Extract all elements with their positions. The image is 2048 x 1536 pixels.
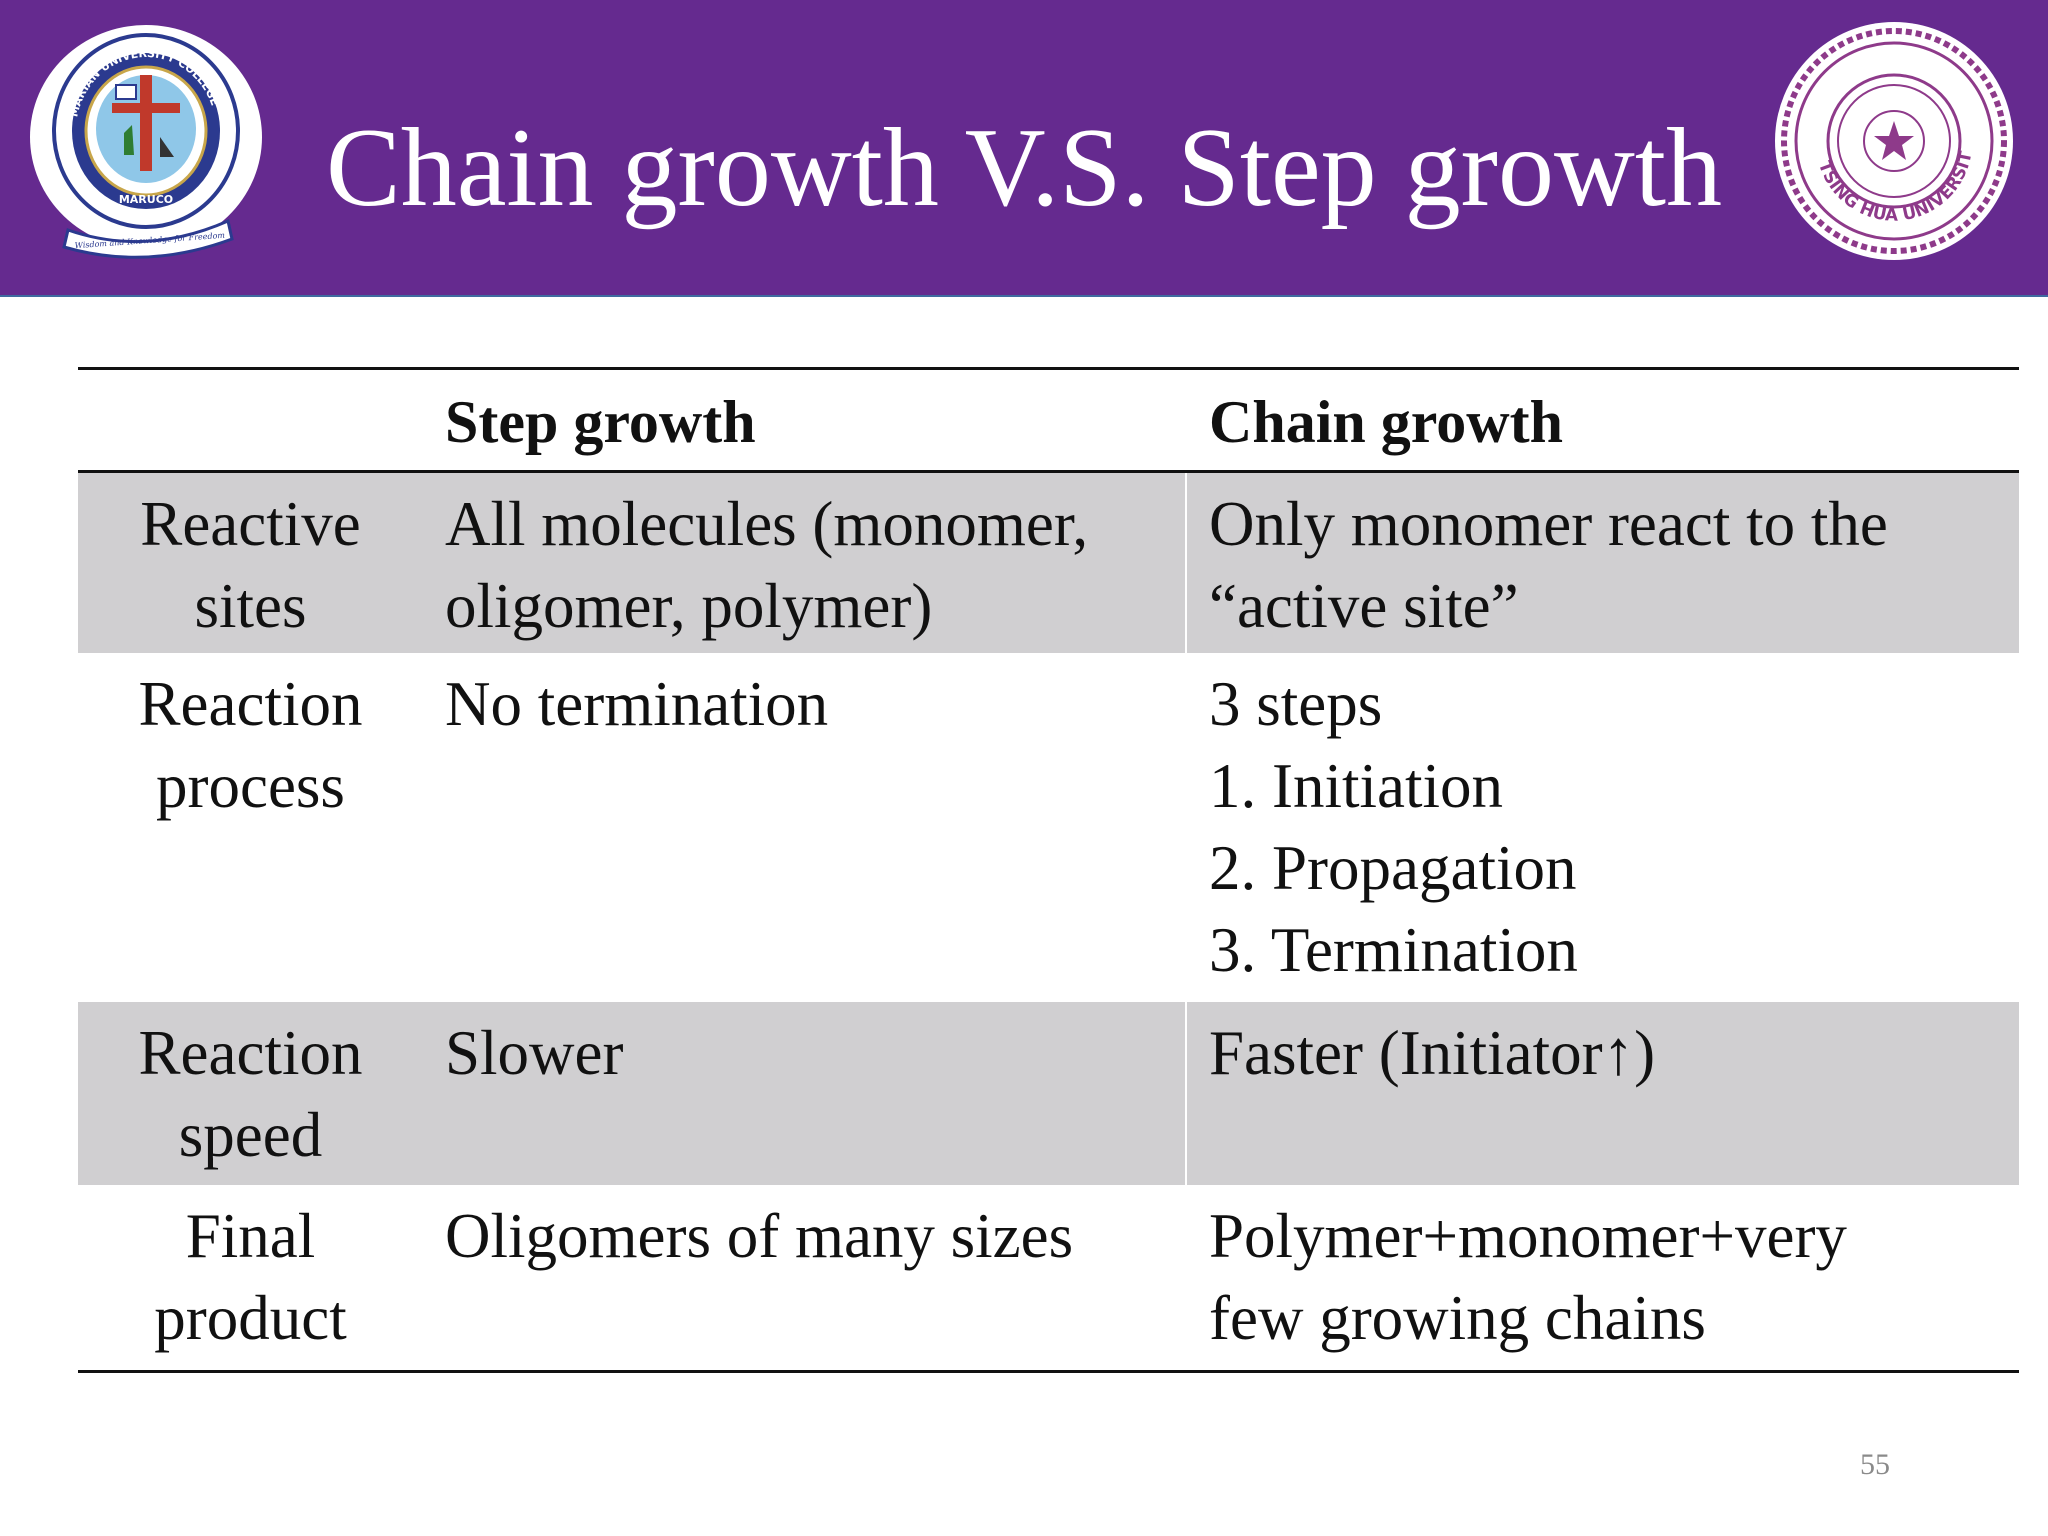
cell-step-reactive-sites: All molecules (monomer, oligomer, polyme… bbox=[445, 489, 1089, 641]
cell-chain-final-product: Polymer+monomer+very few growing chains bbox=[1209, 1201, 1847, 1353]
cell-chain-reaction-speed: Faster (Initiator↑) bbox=[1209, 1018, 1656, 1088]
row-label-reactive-sites: Reactive sites bbox=[140, 489, 361, 641]
tsing-hua-university-seal-icon: TSING HUA UNIVERSITY bbox=[1773, 20, 2013, 260]
cell-chain-reactive-sites: Only monomer react to the “active site” bbox=[1209, 489, 1888, 641]
crest-banner-text: MARUCO bbox=[119, 193, 173, 206]
header-rule bbox=[78, 470, 2019, 473]
header-step-growth: Step growth bbox=[445, 389, 756, 455]
column-divider bbox=[1185, 1002, 1187, 1185]
table-row: Reaction speed Slower Faster (Initiator↑… bbox=[78, 1002, 2019, 1185]
table-top-rule bbox=[78, 367, 2019, 370]
table-row: Reactive sites All molecules (monomer, o… bbox=[78, 473, 2019, 653]
cell-step-reaction-process: No termination bbox=[445, 669, 829, 739]
table-row: Reaction process No termination 3 steps … bbox=[78, 653, 2019, 1002]
cell-step-reaction-speed: Slower bbox=[445, 1018, 624, 1088]
table-row: Final product Oligomers of many sizes Po… bbox=[78, 1185, 2019, 1368]
slide-header: MARIAN UNIVERSITY COLLEGE MARUCO Wisdom … bbox=[0, 0, 2048, 297]
row-label-reaction-speed: Reaction speed bbox=[138, 1018, 363, 1170]
header-chain-growth: Chain growth bbox=[1209, 389, 1563, 455]
cell-chain-reaction-process: 3 steps 1. Initiation 2. Propagation 3. … bbox=[1209, 669, 1578, 985]
marian-university-college-crest-icon: MARIAN UNIVERSITY COLLEGE MARUCO Wisdom … bbox=[30, 25, 262, 259]
row-label-final-product: Final product bbox=[154, 1201, 347, 1353]
row-label-reaction-process: Reaction process bbox=[138, 669, 363, 821]
table-header-row: Step growth Chain growth bbox=[78, 381, 2019, 469]
page-number: 55 bbox=[1860, 1448, 1890, 1481]
column-divider bbox=[1185, 473, 1187, 653]
table-bottom-rule bbox=[78, 1370, 2019, 1373]
cell-step-final-product: Oligomers of many sizes bbox=[445, 1201, 1074, 1271]
slide-title: Chain growth V.S. Step growth bbox=[326, 106, 1722, 230]
